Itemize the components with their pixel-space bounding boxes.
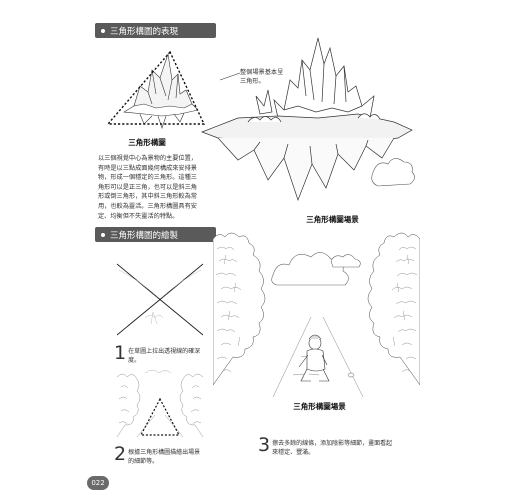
triangle-composition-sketch	[106, 50, 206, 129]
step-number: 1	[114, 342, 127, 364]
scene-caption-bottom: 三角形構圖場景	[293, 402, 346, 411]
annotation-leader-line	[219, 72, 241, 81]
tree-lined-path-scene	[213, 232, 420, 398]
triangle-composition-caption: 三角形構圖	[128, 138, 166, 147]
section-header-drawing: 三角形構圖的繪製	[95, 227, 216, 242]
floating-island-illustration	[201, 37, 415, 202]
section-title: 三角形構圖的表現	[110, 26, 179, 37]
step-text: 在草圖上拉出透視線的確深 度。	[128, 348, 201, 364]
bullet-icon	[101, 232, 105, 237]
bullet-icon	[101, 28, 105, 33]
section-header-composition: 三角形構圖的表現	[95, 23, 216, 38]
composition-description: 以三個視覺中心為景物的主要位置， 有時是以三點成面幾何構成來安排景 物，形成一個…	[98, 155, 197, 220]
triangle-details-sketch	[116, 369, 204, 438]
annotation-note: 整個場景基本呈 三角形。	[240, 69, 284, 85]
step-2: 2 根據三角形構圖描繪出場景 的細節等。	[114, 443, 214, 467]
step-text: 根據三角形構圖描繪出場景 的細節等。	[128, 449, 201, 465]
step-3: 3 擦去多餘的線條，添加陰影等細節，畫面看起 來穩定、豐滿。	[258, 434, 420, 458]
perspective-lines-sketch	[116, 263, 204, 336]
scene-caption-top: 三角形構圖場景	[306, 215, 359, 224]
step-number: 2	[114, 443, 127, 465]
section-title: 三角形構圖的繪製	[110, 230, 179, 241]
step-text: 擦去多餘的線條，添加陰影等細節，畫面看起 來穩定、豐滿。	[272, 440, 393, 456]
step-number: 3	[258, 434, 271, 456]
step-1: 1 在草圖上拉出透視線的確深 度。	[114, 342, 214, 366]
page-number-badge: 022	[87, 476, 109, 490]
